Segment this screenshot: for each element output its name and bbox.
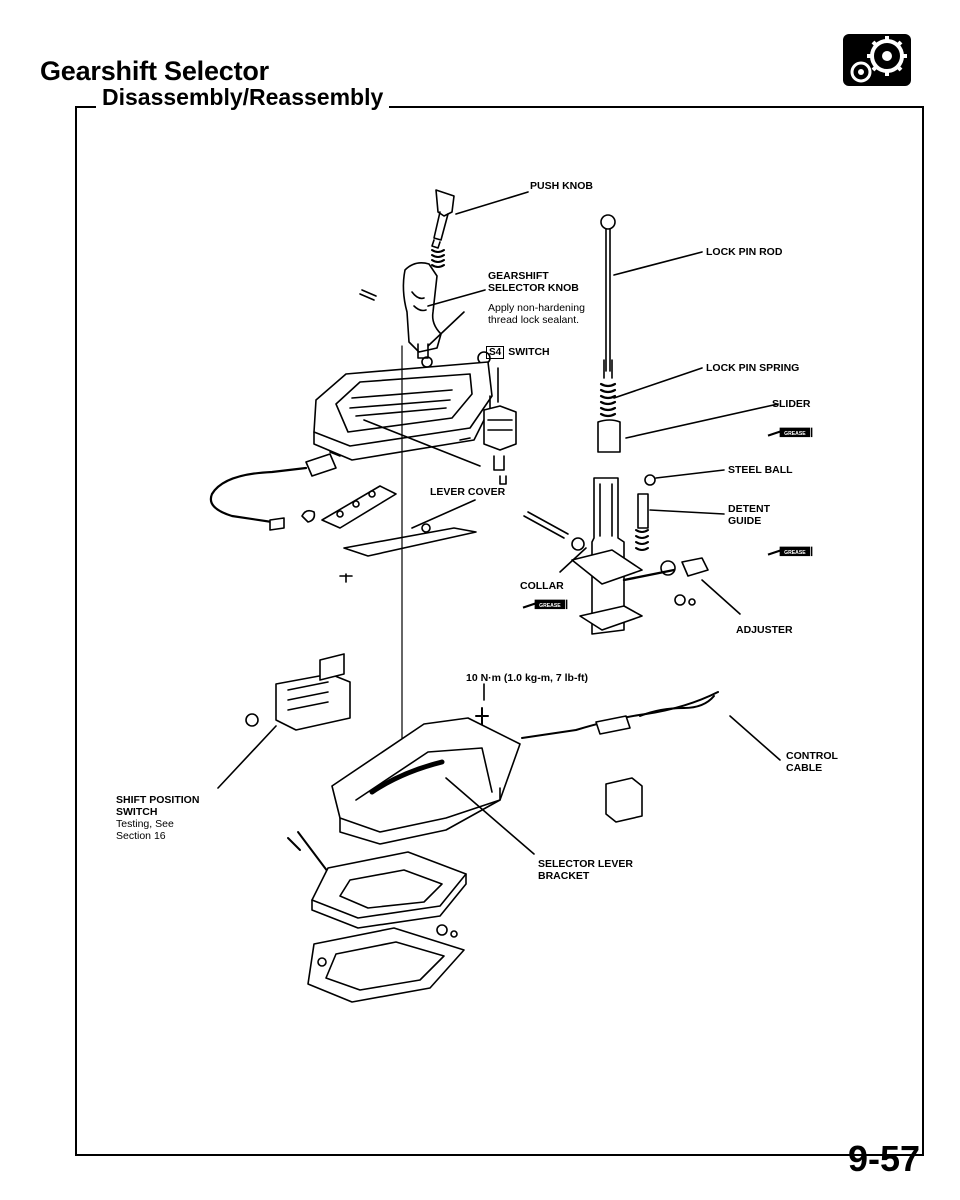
grease-icon-text: GREASE	[784, 431, 806, 437]
slider-leader	[625, 403, 779, 439]
grease-icon: GREASE	[522, 599, 568, 610]
label-bracket-line1: SELECTOR LEVER	[538, 858, 633, 870]
grease-icon: GREASE	[767, 427, 813, 438]
grease-icon-text: GREASE	[784, 550, 806, 556]
knob-leader	[427, 289, 486, 307]
adjuster-part	[622, 557, 709, 606]
collar-leader	[559, 547, 587, 573]
label-detent-line2: GUIDE	[728, 515, 762, 527]
label-gearshift-line2: SELECTOR KNOB	[488, 282, 579, 294]
label-shift-position-switch: SHIFT POSITION SWITCH Testing, See Secti…	[116, 794, 199, 842]
detent-guide-leader	[649, 509, 725, 515]
label-slider: SLIDER	[772, 398, 811, 410]
label-torque-spec: 10 N·m (1.0 kg-m, 7 lb-ft)	[466, 672, 588, 684]
s4-switch-part	[483, 405, 517, 485]
selector-knob-part	[359, 262, 442, 359]
lock-pin-rod-leader	[613, 251, 703, 276]
label-detent-line1: DETENT	[728, 503, 770, 515]
label-shift-note1: Testing, See	[116, 818, 174, 830]
shift-lever-part	[571, 477, 643, 635]
control-cable-part	[521, 691, 719, 739]
push-knob-leader	[455, 191, 529, 215]
label-shift-line1: SHIFT POSITION	[116, 794, 200, 806]
label-gearshift-line1: GEARSHIFT	[488, 270, 549, 282]
label-gearshift-selector-knob: GEARSHIFT SELECTOR KNOB	[488, 270, 579, 294]
lever-cover-leader	[411, 499, 476, 529]
control-cable-leader	[729, 715, 781, 761]
label-collar: COLLAR	[520, 580, 564, 592]
label-lock-pin-rod: LOCK PIN ROD	[706, 246, 783, 258]
label-sealant-line1: Apply non-hardening	[488, 302, 585, 314]
label-sealant-note: Apply non-hardening thread lock sealant.	[488, 302, 585, 326]
label-bracket-line2: BRACKET	[538, 870, 590, 882]
page-number: 9-57	[848, 1138, 921, 1179]
lock-pin-spring-leader	[613, 367, 703, 399]
bracket-leader	[445, 777, 535, 855]
label-cable-line1: CONTROL	[786, 750, 838, 762]
label-detent-guide: DETENT GUIDE	[728, 503, 770, 527]
diagram-frame	[75, 106, 924, 1156]
lever-cover-part	[321, 485, 477, 557]
wiring-harness-part	[209, 453, 337, 531]
grease-icon: GREASE	[767, 546, 813, 557]
steel-ball-leader	[655, 469, 725, 479]
sealant-leader	[427, 311, 465, 347]
console-leader	[363, 419, 481, 467]
label-adjuster: ADJUSTER	[736, 624, 793, 636]
s4-badge: S4	[486, 346, 505, 359]
label-cable-line2: CABLE	[786, 762, 823, 774]
label-control-cable: CONTROL CABLE	[786, 750, 838, 774]
section-title: Disassembly/Reassembly	[96, 84, 390, 111]
indicator-console-part	[313, 361, 493, 461]
base-plate-part	[287, 831, 467, 1003]
label-lock-pin-spring: LOCK PIN SPRING	[706, 362, 800, 374]
transmission-gear-icon	[843, 34, 911, 86]
label-sealant-line2: thread lock sealant.	[488, 314, 580, 326]
label-steel-ball: STEEL BALL	[728, 464, 793, 476]
label-shift-line2: SWITCH	[116, 806, 158, 818]
push-knob-part	[431, 189, 455, 268]
label-shift-note2: Section 16	[116, 830, 166, 842]
adjuster-leader	[701, 579, 741, 615]
label-lever-cover: LEVER COVER	[430, 486, 506, 498]
selector-bracket-part	[331, 717, 521, 845]
grease-icon-text: GREASE	[539, 603, 561, 609]
label-switch-text: SWITCH	[508, 346, 550, 358]
lock-pin-rod-part	[597, 214, 621, 453]
label-push-knob: PUSH KNOB	[530, 180, 594, 192]
page-title: Gearshift Selector	[40, 56, 269, 86]
shift-position-switch-part	[245, 653, 351, 731]
shift-switch-leader	[217, 725, 277, 789]
label-selector-lever-bracket: SELECTOR LEVER BRACKET	[538, 858, 633, 882]
